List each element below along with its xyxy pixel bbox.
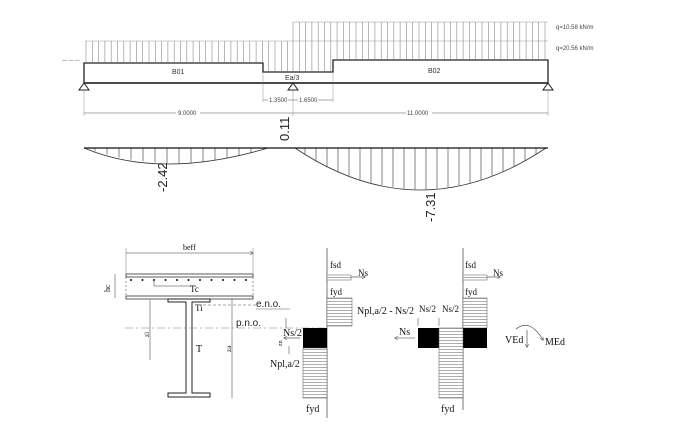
moment-value-span1: -2.42 <box>155 162 170 192</box>
label-b-eff: beff <box>183 243 196 252</box>
label-f-yd-bottom-2: fyd <box>441 404 454 415</box>
composite-cross-section: beff hc Tc Ti T zi za e.n.o. p.n.o. zn <box>103 243 325 398</box>
rebar <box>233 279 236 281</box>
bending-moment-diagram: 0.11 -2.42 -7.31 <box>83 117 548 222</box>
stress-block-black <box>303 328 327 348</box>
distributed-load-q2 <box>292 22 546 71</box>
beam-outline <box>83 59 549 84</box>
span-right-length: 11.0000 <box>407 111 429 117</box>
rebar <box>245 279 247 281</box>
dim-1650: 1.6500 <box>299 98 318 104</box>
label-z-i: zi <box>143 332 151 337</box>
moment-value-support: 0.11 <box>277 117 292 141</box>
segment-label-b02: B02 <box>428 68 441 75</box>
moment-value-span2: -7.31 <box>423 192 438 222</box>
beam-load-diagram: — — — B01 Ea/3 B02 q=10.58 kN/m q=20.56 … <box>62 21 594 117</box>
rebar <box>199 279 201 281</box>
moment-arrow-icon <box>515 325 543 340</box>
label-t-c: Tc <box>190 284 199 294</box>
label-f-sd-2: fsd <box>465 260 476 270</box>
label-f-yd-top-2: fyd <box>465 287 477 297</box>
stress-diagram-1: fsd Ns fyd Npl,a/2 - Ns/2 Ns/2 Npl,a/2 f… <box>270 248 414 418</box>
label-t-i: Ti <box>195 303 203 313</box>
segment-label-b01: B01 <box>172 69 185 76</box>
label-f-yd-bottom: fyd <box>306 404 319 415</box>
label-npla-half: Npl,a/2 <box>270 359 300 370</box>
label-z-n: zn <box>278 340 284 346</box>
rebar <box>130 279 132 281</box>
rebar <box>222 279 224 281</box>
support-icon <box>542 82 554 91</box>
label-ns-half-a: Ns/2 <box>419 304 436 314</box>
rebar <box>210 279 213 281</box>
rebar <box>187 279 190 281</box>
label-n-s-left: Ns <box>399 327 410 338</box>
label-f-yd-top: fyd <box>330 287 342 297</box>
label-ns-half-b: Ns/2 <box>442 304 459 314</box>
rebar-row <box>130 279 247 281</box>
load-label-q1: q=10.58 kN/m <box>556 25 594 31</box>
segment-label-ea3: Ea/3 <box>285 75 300 82</box>
label-f-sd: fsd <box>330 260 341 270</box>
label-eno: e.n.o. <box>256 299 281 310</box>
internal-forces: VEd MEd <box>505 325 565 348</box>
stress-block-black <box>463 328 487 348</box>
label-npl-minus-ns: Npl,a/2 - Ns/2 <box>357 306 414 317</box>
label-m-ed: MEd <box>545 337 565 348</box>
span-left-length: 9.0000 <box>178 111 197 117</box>
rebar <box>164 279 167 281</box>
stress-diagram-2: fsd Ns fyd Ns/2 Ns/2 Ns fyd <box>395 248 503 415</box>
label-ns-half: Ns/2 <box>283 328 302 339</box>
dim-1350: 1.3500 <box>269 98 288 104</box>
label-h-c: hc <box>103 284 112 292</box>
support-icon <box>287 82 299 91</box>
label-pno: p.n.o. <box>236 318 261 329</box>
load-label-q2: q=20.56 kN/m <box>556 46 594 52</box>
steel-i-beam <box>167 298 211 398</box>
label-v-ed: VEd <box>505 335 523 346</box>
support-icon <box>78 82 90 91</box>
label-z-a: za <box>225 345 233 352</box>
distributed-load-q1 <box>85 41 288 71</box>
load-tag-left: — — — <box>62 58 80 64</box>
label-n-s: Ns <box>358 268 368 278</box>
label-t: T <box>196 344 202 355</box>
rebar <box>141 279 144 281</box>
concrete-slab-top <box>125 273 254 278</box>
stress-block-black <box>418 328 439 348</box>
label-n-s-2: Ns <box>493 268 503 278</box>
rebar <box>176 279 178 281</box>
